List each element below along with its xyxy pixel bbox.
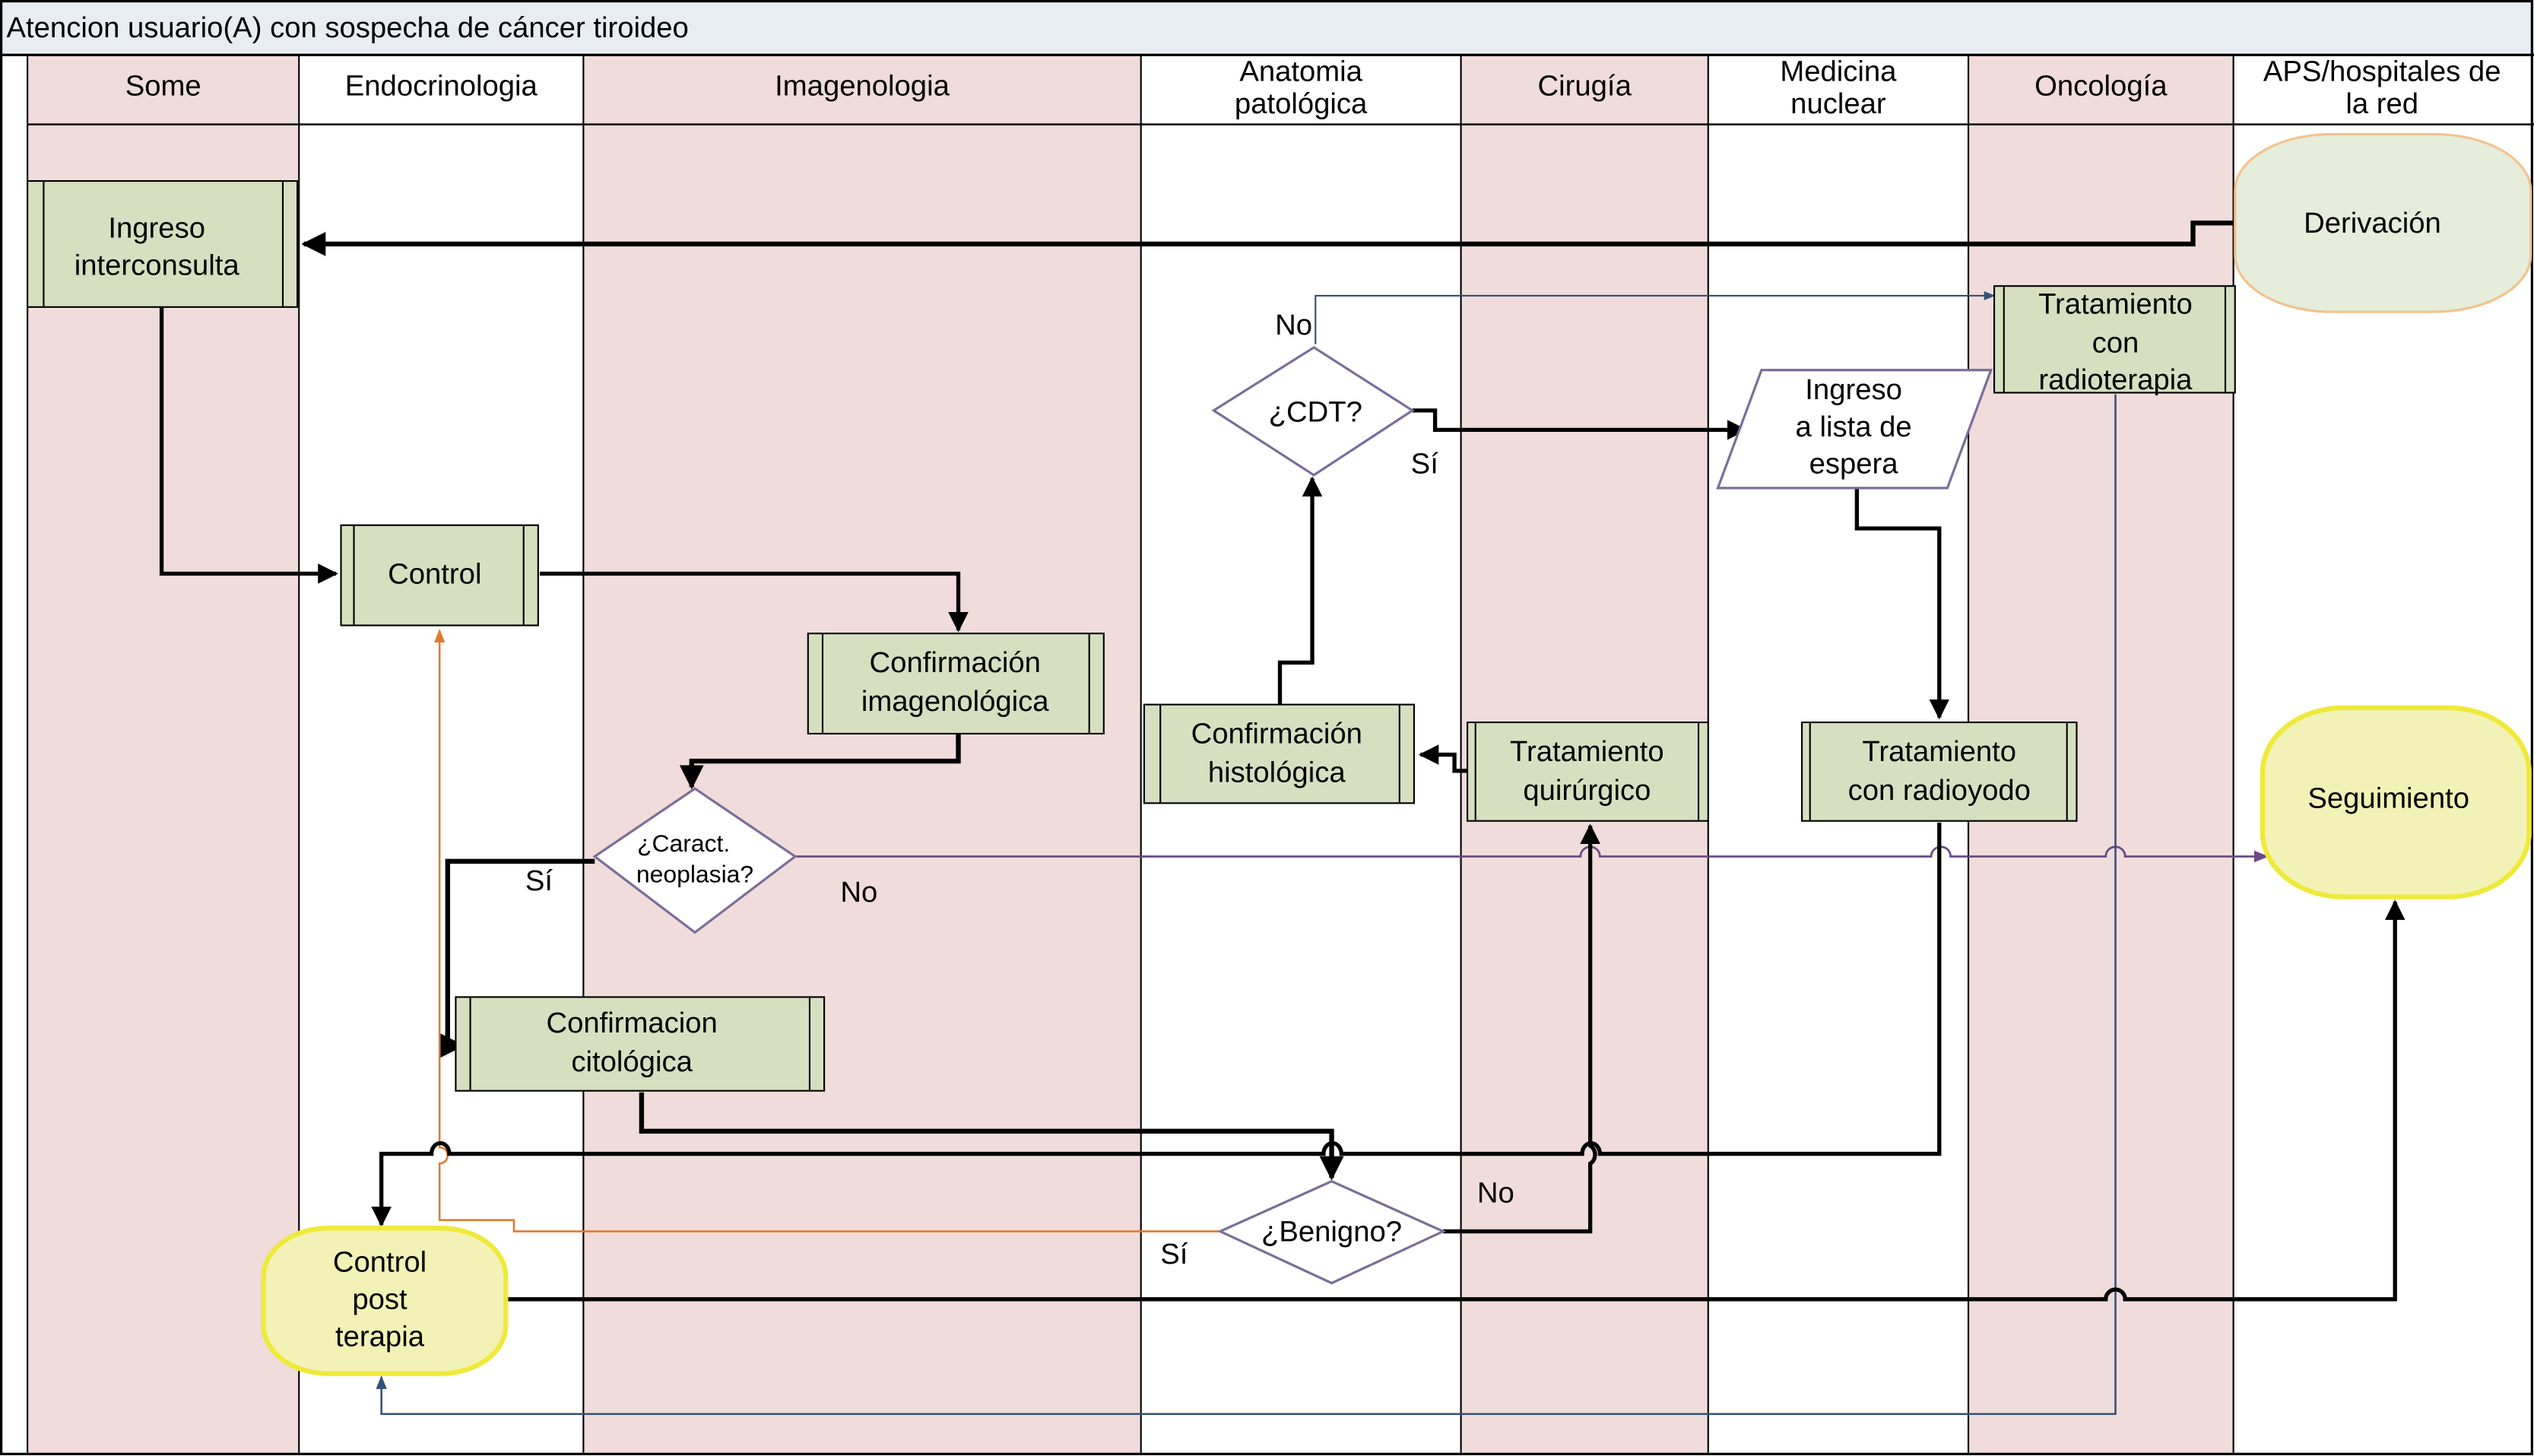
edge-benigno-no-to-quirurgico	[1443, 823, 1600, 1234]
node-label: interconsulta	[75, 249, 240, 281]
node-label: neoplasia?	[636, 860, 753, 887]
node-cdt[interactable]: ¿CDT?	[1211, 346, 1415, 477]
label-caract-no: No	[840, 876, 877, 909]
lane-header-label: Endocrinologia	[345, 69, 538, 102]
node-tratamiento-radioterapia[interactable]: Tratamiento con radioterapia	[1993, 285, 2236, 396]
lane-header-label: Medicina	[1780, 55, 1897, 87]
edge-ingreso-to-control	[159, 306, 338, 584]
node-label: con	[2092, 326, 2139, 359]
node-label: a lista de	[1796, 411, 1912, 443]
node-control-post-terapia[interactable]: Control post terapia	[261, 1226, 509, 1376]
lane-header-label: Cirugía	[1538, 69, 1632, 102]
node-tratamiento-quirurgico[interactable]: Tratamiento quirúrgico	[1467, 721, 1709, 822]
label-cdt-si: Sí	[1411, 448, 1439, 481]
node-seguimiento[interactable]: Seguimiento	[2260, 705, 2532, 899]
lane-header-label: Imagenologia	[775, 69, 950, 102]
edge-cdt-no-to-radioterapia	[1315, 291, 1996, 344]
node-label: Tratamiento	[1862, 735, 2016, 768]
node-label: Confirmación	[1191, 718, 1362, 750]
lane-header-label: APS/hospitales de	[2263, 55, 2501, 87]
lane-header-label: la red	[2345, 87, 2418, 120]
edge-histologica-to-cdt	[1277, 476, 1323, 705]
edge-lista-espera-to-radioyodo	[1854, 487, 1950, 720]
node-confirmacion-histologica[interactable]: Confirmación histológica	[1143, 703, 1415, 804]
node-label: Seguimiento	[2307, 782, 2469, 815]
edge-conf-imagen-to-caract	[679, 733, 961, 790]
node-ingreso-lista-espera[interactable]: Ingreso a lista de espera	[1716, 369, 1993, 490]
node-label: Control	[333, 1246, 427, 1279]
node-label: post	[352, 1283, 408, 1316]
label-benigno-si: Sí	[1160, 1238, 1188, 1270]
node-label: citológica	[571, 1045, 693, 1078]
edge-conf-cito-to-benigno	[639, 1092, 1344, 1181]
diagram-title: Atencion usuario(A) con sospecha de cánc…	[7, 11, 689, 44]
node-label: espera	[1809, 448, 1899, 481]
edge-control-to-conf-imagen	[539, 571, 969, 633]
node-control[interactable]: Control	[340, 524, 539, 626]
node-confirmacion-citologica[interactable]: Confirmacion citológica	[455, 996, 826, 1092]
node-caract-neoplasia[interactable]: ¿Caract. neoplasia?	[592, 787, 798, 934]
node-label: con radioyodo	[1848, 774, 2031, 807]
node-label: histológica	[1208, 757, 1346, 789]
node-label: Confirmacion	[546, 1007, 717, 1039]
node-label: Tratamiento	[2038, 287, 2193, 320]
lane-header-label: patológica	[1235, 87, 1368, 120]
label-benigno-no: No	[1477, 1176, 1514, 1209]
edge-control-post-to-seguimiento	[506, 899, 2406, 1302]
node-confirmacion-imagenologica[interactable]: Confirmación imagenológica	[807, 633, 1105, 735]
node-label: Control	[388, 557, 481, 590]
node-label: ¿CDT?	[1269, 396, 1362, 429]
flow-nodes: Ingreso interconsulta Derivación Control…	[27, 132, 2532, 1376]
edge-benigno-si-to-control	[434, 629, 1219, 1232]
node-label: Tratamiento	[1510, 735, 1664, 768]
node-label: radioterapia	[2038, 363, 2193, 396]
node-tratamiento-radioyodo[interactable]: Tratamiento con radioyodo	[1801, 721, 2078, 822]
flow-connectors	[159, 220, 2406, 1416]
title-band	[0, 0, 2534, 56]
node-label: terapia	[335, 1320, 425, 1353]
node-label: Ingreso	[1805, 373, 1902, 406]
lane-header-label: Oncología	[2034, 69, 2168, 102]
lane-background	[583, 55, 1141, 1453]
edge-radioterapia-to-control-post	[376, 394, 2117, 1416]
lane-header-label: Anatomia	[1239, 55, 1362, 87]
edge-labels: Sí No No Sí Sí No	[525, 309, 1514, 1270]
node-label: ¿Benigno?	[1261, 1215, 1402, 1248]
edge-quirurgico-to-histologica	[1418, 744, 1468, 773]
node-derivacion[interactable]: Derivación	[2234, 132, 2532, 313]
label-caract-si: Sí	[525, 864, 553, 897]
edge-radioyodo-to-control-post	[371, 822, 1942, 1227]
node-label: Confirmación	[870, 646, 1041, 679]
node-label: quirúrgico	[1523, 774, 1651, 807]
node-label: Derivación	[2304, 207, 2441, 239]
edge-derivacion-to-ingreso	[301, 220, 2235, 256]
node-label: ¿Caract.	[637, 830, 730, 857]
node-ingreso-interconsulta[interactable]: Ingreso interconsulta	[27, 179, 299, 308]
node-label: Ingreso	[108, 211, 205, 244]
label-cdt-no: No	[1275, 309, 1312, 341]
edge-cdt-si-to-lista-espera	[1412, 408, 1748, 440]
node-benigno[interactable]: ¿Benigno?	[1217, 1179, 1447, 1285]
node-label: imagenológica	[861, 685, 1049, 718]
lane-imagenologia: Imagenologia	[582, 55, 1141, 1453]
lane-header-label: Some	[125, 69, 201, 102]
lane-header-label: nuclear	[1790, 87, 1886, 120]
